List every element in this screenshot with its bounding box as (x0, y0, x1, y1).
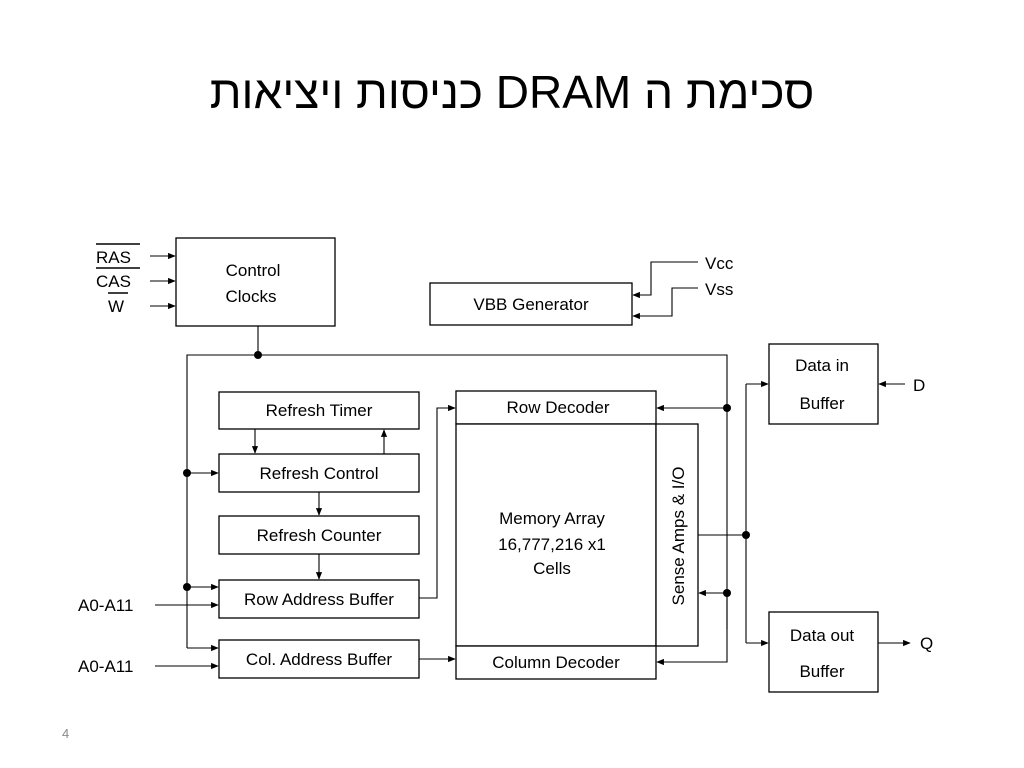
data-out-buffer-label-1: Data out (790, 626, 855, 645)
vbb-generator-label: VBB Generator (473, 295, 589, 314)
sense-amps-label: Sense Amps & I/O (669, 467, 688, 606)
memory-array-label-3: Cells (533, 559, 571, 578)
slide-title: סכימת ה DRAM כניסות ויציאות (209, 66, 815, 118)
cas-pin-label: CAS (96, 272, 131, 291)
ras-pin-label: RAS (96, 248, 131, 267)
col-address-buffer-label: Col. Address Buffer (246, 650, 392, 669)
q-pin-label: Q (920, 634, 933, 653)
refresh-control-label: Refresh Control (259, 464, 378, 483)
bus-to-column-decoder (656, 593, 728, 666)
row-decoder-label: Row Decoder (507, 398, 610, 417)
vcc-wire (632, 261, 698, 299)
memory-array-label-1: Memory Array (499, 509, 605, 528)
row-address-buffer-block (218, 579, 420, 619)
vss-wire (632, 287, 698, 320)
junction-refresh-control (183, 469, 191, 477)
refresh-timer-block (218, 391, 420, 430)
vss-pin-label: Vss (705, 280, 733, 299)
row-buffer-to-row-decoder-wire (419, 404, 456, 599)
control-clocks-label-2: Clocks (225, 287, 276, 306)
vcc-pin-label: Vcc (705, 254, 734, 273)
column-decoder-label: Column Decoder (492, 653, 620, 672)
col-address-buffer-block (218, 639, 420, 679)
col-address-pin-label: A0-A11 (78, 657, 133, 676)
refresh-timer-label: Refresh Timer (266, 401, 373, 420)
data-in-buffer-label-1: Data in (795, 356, 849, 375)
refresh-counter-label: Refresh Counter (257, 526, 382, 545)
row-address-pin-label: A0-A11 (78, 596, 133, 615)
data-out-buffer-label-2: Buffer (799, 662, 844, 681)
memory-array-label-2: 16,777,216 x1 (498, 535, 606, 554)
page-number: 4 (62, 726, 70, 741)
row-address-buffer-label: Row Address Buffer (244, 590, 394, 609)
memory-array-block (455, 423, 657, 647)
control-clocks-label-1: Control (226, 261, 281, 280)
w-pin-label: W (108, 297, 124, 316)
data-in-buffer-block (768, 343, 879, 425)
sense-amps-block (655, 423, 699, 647)
column-decoder-block (455, 645, 657, 680)
control-bus-wire (186, 354, 728, 648)
control-clocks-block (175, 237, 336, 327)
vbb-generator-block (429, 282, 633, 326)
data-out-buffer-block (768, 611, 879, 693)
data-in-buffer-label-2: Buffer (799, 394, 844, 413)
junction-row-address-buffer (183, 583, 191, 591)
junction-row-decoder (723, 404, 731, 412)
row-decoder-block (455, 390, 657, 425)
d-pin-label: D (913, 376, 925, 395)
junction-data-bus (742, 531, 750, 539)
